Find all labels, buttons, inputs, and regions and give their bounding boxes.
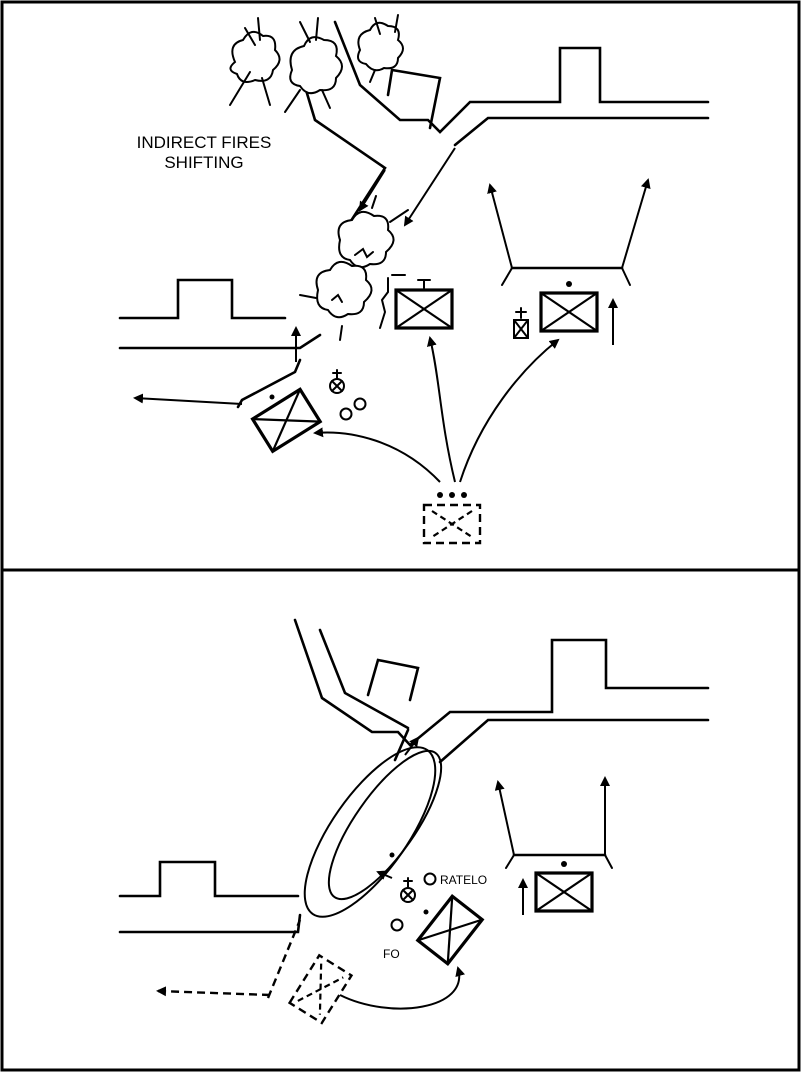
smoke-screen [327,749,443,901]
fo-circle [390,918,404,932]
arrow-icon [426,336,456,483]
observer-symbol [400,877,416,903]
building-bottom-left-wall [318,628,410,730]
arrow-icon [459,338,560,483]
bottom-panel: RATELO FO [118,618,710,1025]
top-panel: INDIRECT FIRES SHIFTING [118,14,710,545]
artillery-burst-icon [229,17,281,106]
arrow-icon [376,870,393,880]
artillery-burst-icon [337,195,409,269]
infantry-unit-symbol [394,279,454,330]
smoke-screen [303,746,437,918]
arrow-icon [487,183,513,269]
small-building-bottom [366,658,420,702]
arrow-icon [339,966,465,1010]
arrow-icon [133,393,243,405]
building-top-right-inner [453,116,710,147]
arrow-icon [156,986,271,997]
arrow-icon [313,427,441,483]
unit-boundary [379,277,389,329]
street-edge-top [118,333,322,350]
infantry-unit-symbol [415,893,485,967]
building-bottom-right [293,618,710,747]
reserve-unit-symbol [422,492,482,545]
building-top-right [333,20,710,134]
building-bottom-left [118,860,300,898]
infantry-unit-symbol [539,281,599,333]
ratelo-circle [423,872,437,886]
arrow-icon [621,178,651,269]
observer-symbol [329,369,345,394]
street-edge-bottom [118,913,302,934]
arrow-icon [403,147,456,227]
soldier-circle [353,397,367,411]
artillery-burst-icon [299,260,373,341]
infantry-unit-symbol [250,387,323,454]
shifting-label: SHIFTING [164,153,243,172]
building-top-left [118,278,287,320]
dashed-boundary [266,919,302,999]
moving-unit-symbol [287,953,354,1025]
small-building-top [386,68,442,130]
team-symbol [513,307,529,339]
ratelo-label: RATELO [440,873,487,887]
artillery-burst-icon [357,14,404,83]
building-bottom-right-inner [438,718,710,764]
street-edge [393,728,410,762]
arrow-icon [404,736,420,756]
artillery-burst-icon [284,17,343,113]
arrow-icon [358,169,386,212]
indirect-fires-label: INDIRECT FIRES [137,133,272,152]
arrow-icon [494,780,515,856]
fo-label: FO [383,947,400,961]
soldier-circle [339,407,353,421]
infantry-unit-symbol [534,861,594,913]
